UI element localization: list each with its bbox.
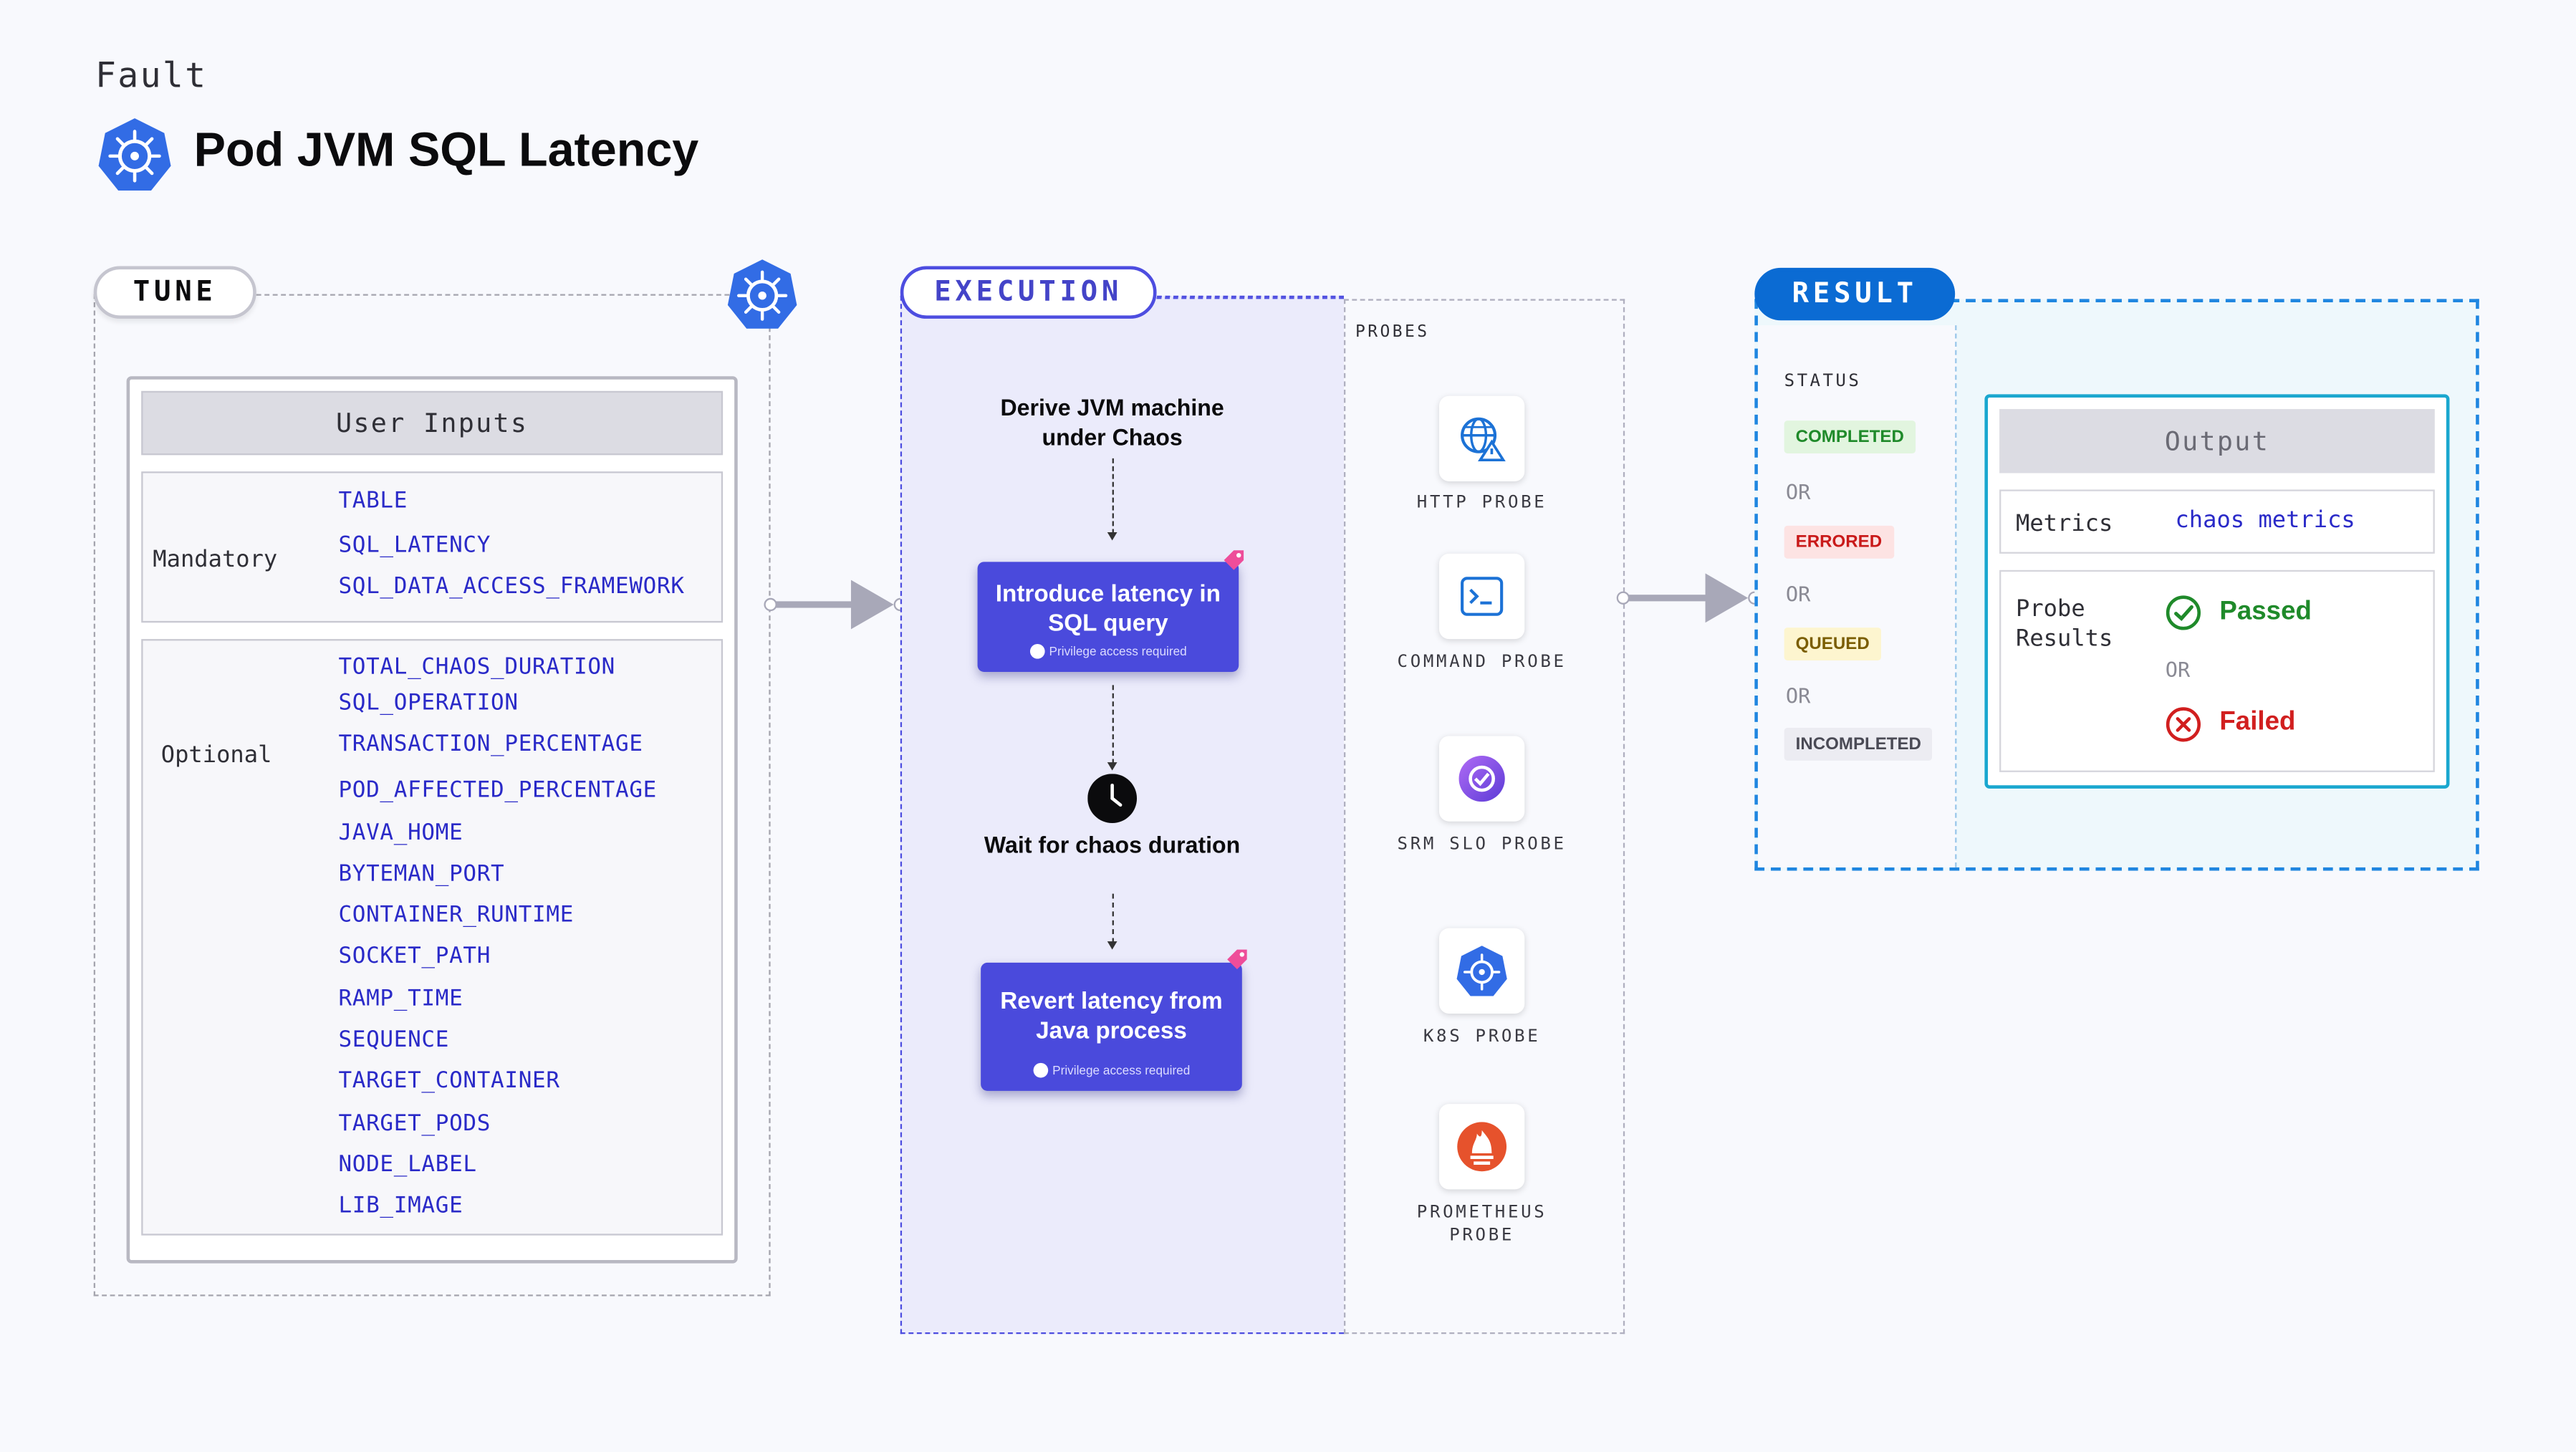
clock-icon — [1087, 774, 1138, 823]
execution-divider — [1156, 297, 1345, 299]
http-probe-tile — [1439, 395, 1525, 481]
flow-connector-head — [1107, 532, 1118, 541]
status-badge-completed: COMPLETED — [1784, 420, 1916, 453]
slo-gauge-icon — [1458, 755, 1505, 802]
param-mandatory: TABLE — [338, 488, 408, 514]
status-badge-errored: ERRORED — [1784, 525, 1894, 559]
category-label: Fault — [95, 55, 208, 96]
check-circle-icon — [2166, 595, 2201, 630]
kubernetes-icon — [98, 118, 171, 191]
probe-passed-label: Passed — [2219, 597, 2312, 626]
lock-icon — [1032, 1062, 1048, 1078]
flow-arrow-head — [1705, 573, 1749, 623]
mandatory-label: Mandatory — [153, 547, 278, 574]
mandatory-group — [141, 471, 724, 623]
globe-alert-icon — [1461, 417, 1506, 461]
param-optional: TRANSACTION_PERCENTAGE — [338, 731, 643, 758]
action-title: Revert latency from Java process — [1000, 989, 1223, 1045]
or-separator: OR — [1785, 479, 1811, 505]
flow-arrow-head — [850, 580, 894, 630]
action-revert-latency: Revert latency from Java process Privile… — [981, 962, 1242, 1091]
probe-label: SRM SLO PROBE — [1397, 835, 1567, 855]
status-column — [1757, 325, 1957, 867]
param-optional: POD_AFFECTED_PERCENTAGE — [338, 777, 658, 804]
probe-results-key: Probe Results — [2016, 596, 2113, 653]
probe-label: HTTP PROBE — [1416, 493, 1547, 513]
or-separator: OR — [1785, 581, 1811, 607]
param-optional: TARGET_CONTAINER — [338, 1067, 560, 1095]
or-separator: OR — [2165, 657, 2191, 682]
page-title: Pod JVM SQL Latency — [193, 125, 699, 178]
connector-dot — [1616, 591, 1630, 605]
kubernetes-icon — [1456, 946, 1507, 996]
param-optional: LIB_IMAGE — [338, 1193, 463, 1219]
prometheus-icon — [1457, 1122, 1507, 1172]
connector-dot — [764, 597, 777, 612]
status-title: STATUS — [1784, 371, 1862, 391]
chaos-tag-icon — [1227, 949, 1247, 970]
flow-arrow-line — [770, 601, 853, 608]
probe-label: PROMETHEUS PROBE — [1416, 1202, 1547, 1246]
probe-results-row — [1999, 569, 2435, 772]
prometheus-probe-tile — [1439, 1104, 1525, 1190]
x-circle-icon — [2166, 707, 2201, 742]
srm-slo-probe-tile — [1439, 736, 1525, 822]
command-probe-tile — [1439, 553, 1525, 640]
param-optional: SQL_OPERATION — [338, 690, 519, 716]
step-derive-machine: Derive JVM machine under Chaos — [1000, 394, 1224, 451]
or-separator: OR — [1785, 683, 1811, 708]
param-mandatory: SQL_LATENCY — [338, 532, 491, 559]
optional-group — [141, 639, 724, 1236]
probes-title: PROBES — [1355, 323, 1430, 342]
metrics-row — [1999, 489, 2435, 554]
kubernetes-icon — [727, 259, 797, 329]
k8s-probe-tile — [1439, 928, 1525, 1014]
tune-frame — [93, 294, 771, 1297]
action-title: Introduce latency in SQL query — [995, 581, 1221, 638]
user-inputs-title: User Inputs — [141, 390, 724, 456]
flow-connector-head — [1107, 762, 1118, 771]
chaos-tag-icon — [1224, 550, 1244, 570]
flow-connector — [1112, 458, 1114, 534]
param-optional: CONTAINER_RUNTIME — [338, 902, 575, 928]
optional-label: Optional — [160, 742, 272, 769]
execution-pill: EXECUTION — [900, 266, 1157, 319]
flow-connector — [1112, 685, 1114, 764]
step-wait-duration: Wait for chaos duration — [984, 831, 1241, 858]
output-title: Output — [1999, 409, 2435, 473]
param-optional: SOCKET_PATH — [338, 943, 491, 970]
tune-divider — [256, 294, 730, 296]
param-optional: JAVA_HOME — [338, 819, 463, 847]
param-optional: TARGET_PODS — [338, 1110, 491, 1138]
status-badge-incompleted: INCOMPLETED — [1784, 727, 1933, 761]
privilege-note: Privilege access required — [978, 644, 1239, 659]
probe-failed-label: Failed — [2219, 708, 2296, 736]
privilege-text: Privilege access required — [1049, 644, 1187, 659]
metrics-link[interactable]: chaos metrics — [2175, 507, 2355, 534]
privilege-text: Privilege access required — [1052, 1062, 1191, 1078]
param-optional: TOTAL_CHAOS_DURATION — [338, 653, 616, 681]
flow-connector — [1112, 893, 1114, 943]
param-optional: NODE_LABEL — [338, 1151, 477, 1178]
flow-arrow-line — [1625, 595, 1707, 602]
privilege-note: Privilege access required — [981, 1062, 1242, 1078]
tune-pill: TUNE — [93, 266, 256, 319]
terminal-icon — [1461, 577, 1504, 616]
probe-label: COMMAND PROBE — [1397, 652, 1567, 673]
result-pill: RESULT — [1754, 267, 1956, 321]
param-mandatory: SQL_DATA_ACCESS_FRAMEWORK — [338, 573, 685, 600]
param-optional: BYTEMAN_PORT — [338, 860, 505, 888]
flow-connector-head — [1107, 941, 1118, 950]
param-optional: RAMP_TIME — [338, 986, 463, 1012]
param-optional: SEQUENCE — [338, 1027, 450, 1054]
lock-icon — [1029, 644, 1044, 659]
metrics-key: Metrics — [2016, 511, 2113, 537]
action-introduce-latency: Introduce latency in SQL query Privilege… — [977, 562, 1239, 673]
status-badge-queued: QUEUED — [1784, 628, 1881, 660]
probe-label: K8S PROBE — [1423, 1027, 1541, 1047]
